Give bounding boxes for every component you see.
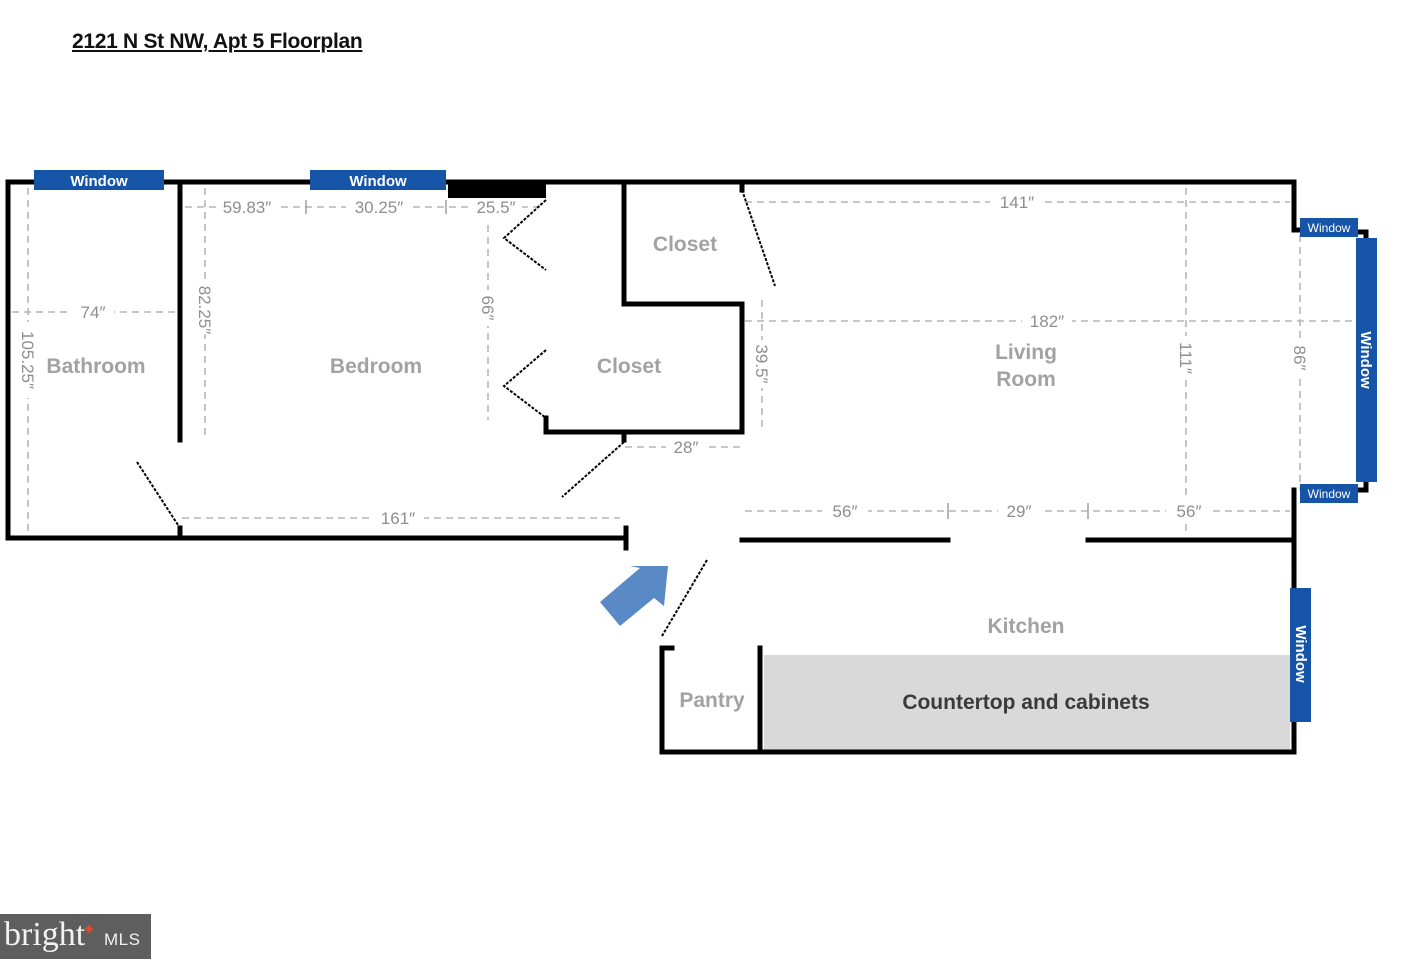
room-label-closet-upper: Closet: [653, 233, 717, 256]
window-bedroom-top: Window: [310, 170, 446, 190]
bright-mls-logo: bright MLS: [0, 914, 151, 959]
svg-text:Window: Window: [1357, 331, 1374, 389]
floorplan-title: 2121 N St NW, Apt 5 Floorplan: [72, 30, 363, 53]
door-swings: [136, 189, 776, 637]
dim-kitchen-wall-left: 56″: [833, 502, 858, 521]
room-label-living-line1: Living: [995, 341, 1057, 364]
svg-text:Window: Window: [1308, 221, 1351, 235]
dim-kitchen-wall-right: 56″: [1177, 502, 1202, 521]
room-label-closet-lower: Closet: [597, 355, 661, 378]
dim-living-length: 182″: [1030, 312, 1064, 331]
countertop-label: Countertop and cabinets: [902, 691, 1149, 714]
dim-bedroom-top-b: 30.25″: [355, 198, 404, 217]
dim-bathroom-height: 105.25″: [18, 331, 37, 389]
window-bathroom-top: Window: [34, 170, 164, 190]
room-label-bedroom: Bedroom: [330, 355, 422, 378]
room-label-bathroom: Bathroom: [46, 355, 145, 378]
dim-closet-bottom: 28″: [674, 438, 699, 457]
dim-bedroom-top-a: 59.83″: [223, 198, 272, 217]
dim-bathroom-width: 74″: [81, 303, 106, 322]
countertop-area: [764, 655, 1290, 751]
wall-segment-solid: [448, 182, 546, 198]
dim-bedroom-top-c: 25.5″: [476, 198, 515, 217]
dim-bay-width: 86″: [1290, 346, 1309, 371]
dim-living-width: 111″: [1176, 342, 1195, 374]
window-living-bay-bottom: Window: [1300, 484, 1358, 503]
window-kitchen-right: Window: [1290, 588, 1311, 722]
dim-hall-length: 161″: [381, 509, 415, 528]
window-living-bay-top: Window: [1300, 218, 1358, 237]
svg-text:Window: Window: [1292, 625, 1309, 683]
dim-bedroom-height: 82.25″: [195, 286, 214, 335]
dim-living-top: 141″: [1000, 193, 1034, 212]
dim-closet-depth: 66″: [478, 296, 497, 321]
dim-kitchen-opening: 29″: [1007, 502, 1032, 521]
dim-closet-side: 39.5″: [752, 344, 771, 383]
window-living-bay-main: Window: [1356, 238, 1377, 482]
entry-arrow-icon: [600, 566, 668, 626]
room-label-kitchen: Kitchen: [987, 615, 1064, 638]
logo-brand: bright: [4, 916, 86, 953]
room-label-pantry: Pantry: [679, 689, 745, 712]
room-label-living-line2: Room: [996, 368, 1056, 391]
walls: [5, 179, 1369, 755]
svg-text:Window: Window: [1308, 487, 1351, 501]
logo-suffix: MLS: [104, 930, 141, 949]
svg-text:Window: Window: [70, 173, 128, 190]
logo-spark-icon: [84, 924, 94, 934]
svg-text:Window: Window: [349, 173, 407, 190]
